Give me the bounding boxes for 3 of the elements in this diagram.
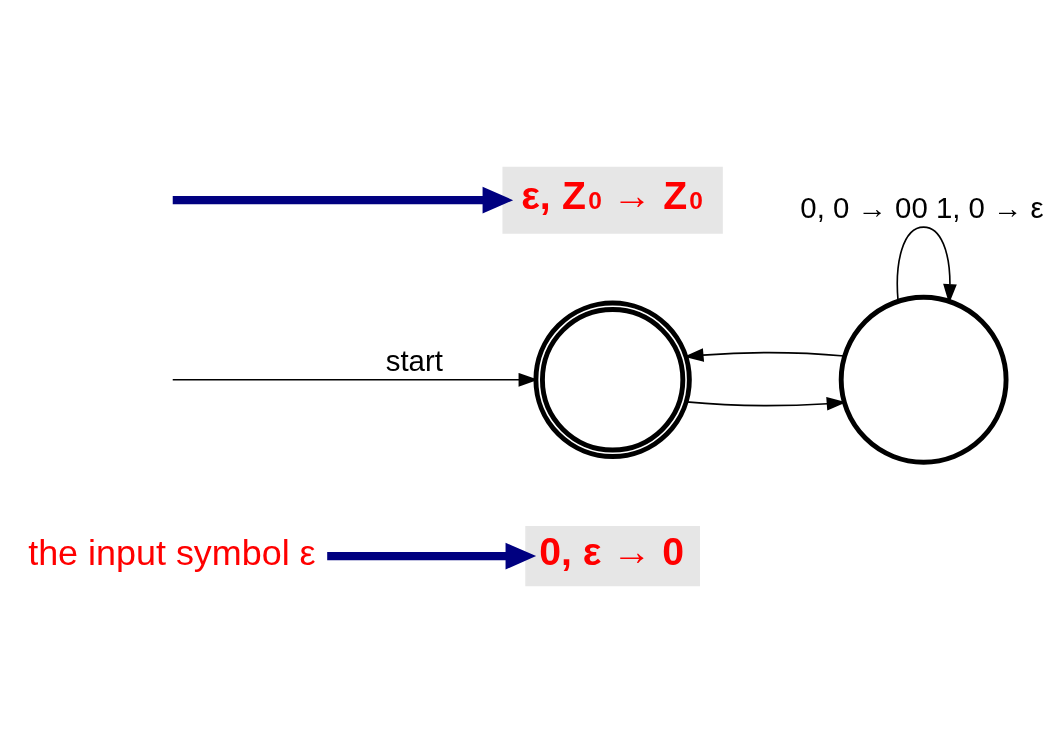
edge-label: 0, 0 → 00 1, 0 → ε xyxy=(800,190,1044,224)
node-text: the input symbol ε xyxy=(28,532,316,574)
edge-label: start xyxy=(385,343,443,377)
